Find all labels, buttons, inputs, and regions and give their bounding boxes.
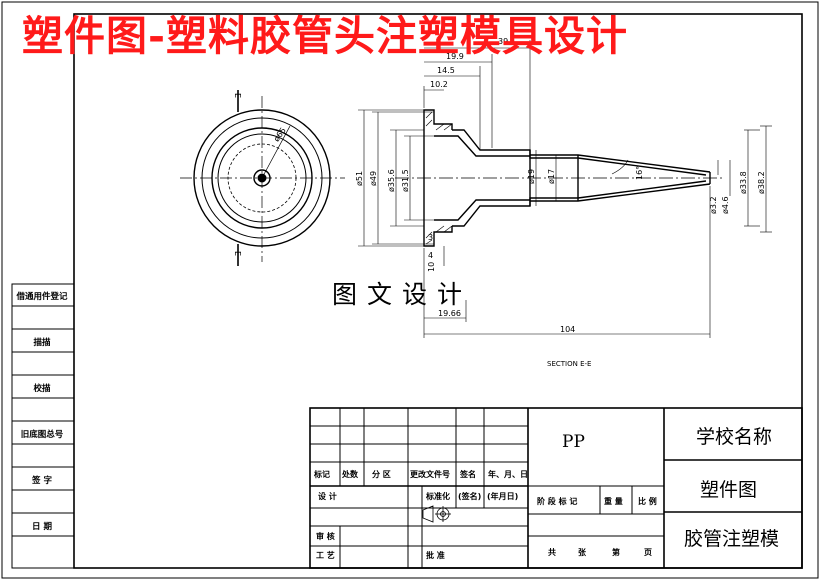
cut-marker-bottom: E <box>233 251 242 256</box>
dim-d17: ø17 <box>547 169 556 184</box>
end-view <box>180 90 345 266</box>
side-label-trace: 描描 <box>33 338 51 348</box>
dim-d4-6: ø4.6 <box>721 196 730 214</box>
sheet-number-label: 第 <box>612 548 620 557</box>
stage-header-weight: 重 量 <box>604 497 623 506</box>
side-label-old-drawing-no: 旧底图总号 <box>20 430 64 440</box>
side-label-date: 日 期 <box>32 522 52 532</box>
sheet-page-label: 页 <box>644 548 652 557</box>
dim-4: 4 <box>428 251 433 260</box>
dim-10: 10 <box>427 262 436 272</box>
row-standardize: 标准化 <box>426 492 450 501</box>
dim-d38-2: ø38.2 <box>757 171 766 194</box>
watermark-text: 图文设计 <box>332 280 473 309</box>
dim-19-66: 19.66 <box>438 309 461 318</box>
dim-d31-5: ø31.5 <box>401 169 410 192</box>
title-block-grid <box>309 407 803 569</box>
row-review: 审 核 <box>316 532 335 541</box>
section-label: SECTION E-E <box>547 360 591 368</box>
rev-header-date: 年、月、日 <box>488 470 528 479</box>
rev-header-zone: 分 区 <box>372 470 391 479</box>
side-label-signature: 签 字 <box>32 476 52 486</box>
rev-header-sign: 签名 <box>460 470 476 479</box>
row-signature: (签名) <box>458 492 482 501</box>
material-value: PP <box>562 432 585 452</box>
row-date: (年月日) <box>487 492 519 501</box>
sheet-total-label: 共 <box>548 548 556 557</box>
dim-d35-6: ø35.6 <box>387 169 396 192</box>
dim-d49: ø49 <box>369 171 378 186</box>
dim-104: 104 <box>560 325 575 334</box>
sheet-unit-label: 张 <box>578 548 586 557</box>
row-approve: 批 准 <box>426 551 445 560</box>
stage-header-scale: 比 例 <box>638 497 657 506</box>
row-process: 工 艺 <box>316 551 335 560</box>
stage-header-mark: 阶 段 标 记 <box>537 497 578 506</box>
dim-d19: ø19 <box>527 169 536 184</box>
part-name: 胶管注塑模 <box>684 528 780 550</box>
rev-header-doc-no: 更改文件号 <box>410 470 450 479</box>
dim-angle-16: 16° <box>635 166 644 180</box>
dim-19-9: 19.9 <box>446 52 464 61</box>
row-design: 设 计 <box>318 492 337 501</box>
side-panel-grid <box>11 283 75 569</box>
side-label-register: 借通用件登记 <box>16 292 68 302</box>
section-view-outline <box>423 109 711 247</box>
projection-symbol <box>422 505 451 523</box>
drawing-type: 塑件图 <box>700 479 758 501</box>
dim-d51: ø51 <box>355 171 364 186</box>
dim-10-2: 10.2 <box>430 80 448 89</box>
rev-header-mark: 标记 <box>314 470 330 479</box>
banner-title: 塑件图-塑料胶管头注塑模具设计 <box>22 12 629 60</box>
section-view-hatch <box>425 111 453 245</box>
dim-39: 39 <box>498 37 508 46</box>
dim-14-5: 14.5 <box>437 66 455 75</box>
cut-marker-top: E <box>233 93 242 98</box>
dim-3: 3 <box>428 233 433 242</box>
dim-d3-2: ø3.2 <box>709 196 718 214</box>
dim-d33-8: ø33.8 <box>739 171 748 194</box>
dimension-lines <box>358 40 772 338</box>
school-name: 学校名称 <box>696 426 773 448</box>
rev-header-count: 处数 <box>342 470 358 479</box>
side-label-check: 校描 <box>33 384 51 394</box>
